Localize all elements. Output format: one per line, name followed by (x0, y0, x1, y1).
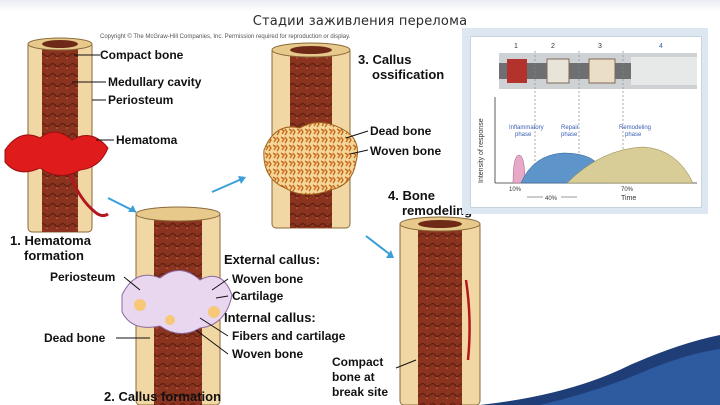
strip-callus (546, 58, 570, 84)
strip-remodeled (631, 57, 697, 85)
bottom-wave-light (540, 349, 720, 405)
phase-diagram-svg: 1 2 3 4 Intensity of response Time Infl (478, 43, 697, 202)
label-dead-bone-3: Dead bone (370, 124, 432, 138)
time-mark-10: 10% (509, 187, 522, 193)
inset-phase-diagram: 1 2 3 4 Intensity of response Time Infl (470, 36, 702, 208)
stage3-bone (263, 42, 358, 229)
stage3-leaders (345, 130, 369, 155)
stage-number-2: 2 (551, 43, 555, 50)
arrow-1-head (128, 205, 136, 212)
stage1-title-line1: 1. Hematoma (10, 233, 92, 248)
label-dead-bone-2: Dead bone (44, 331, 106, 345)
label-cartilage: Cartilage (232, 289, 284, 303)
phase-remodeling-line2: phase (625, 132, 642, 138)
label-compact-line3: break site (332, 385, 388, 399)
stage3-title-line2: ossification (372, 67, 444, 82)
label-hematoma: Hematoma (116, 133, 178, 147)
slide-title: Стадии заживления перелома (252, 14, 468, 29)
stage2-title: 2. Callus formation (104, 389, 221, 404)
arrow-3-to-4 (365, 235, 393, 257)
stage-number-1: 1 (514, 43, 518, 50)
stage2-bone (121, 206, 233, 405)
stage3-title-line1: 3. Callus (358, 52, 411, 67)
phase-inflammatory-line1: Inflammatory (509, 125, 544, 131)
time-mark-40: 40% (545, 196, 558, 202)
label-woven-bone-ext: Woven bone (232, 272, 303, 286)
label-periosteum-2: Periosteum (50, 270, 115, 284)
arrow-2-head (238, 176, 246, 184)
time-mark-70: 70% (621, 187, 634, 193)
label-external-callus: External callus: (224, 252, 320, 267)
label-woven-bone-int: Woven bone (232, 347, 303, 361)
label-compact-line2: bone at (332, 370, 375, 384)
phase-inflammatory-line2: phase (515, 132, 532, 138)
top-band (0, 0, 720, 12)
x-axis-label: Time (621, 195, 636, 202)
phase-repair-line2: phase (561, 132, 578, 138)
stage4-title-line2: remodeling (402, 203, 472, 218)
stage2-leaders (116, 276, 229, 355)
label-periosteum-1: Periosteum (108, 93, 173, 107)
stage1-title-line2: formation (24, 248, 84, 263)
arrow-2-to-3 (211, 177, 245, 193)
label-medullary-cavity: Medullary cavity (108, 75, 202, 89)
label-internal-callus: Internal callus: (224, 310, 316, 325)
curve-remodeling (566, 146, 694, 184)
stage4-title-line1: 4. Bone (388, 188, 435, 203)
stage-number-4: 4 (659, 43, 663, 50)
stage4-leader (395, 359, 417, 369)
bottom-decor (480, 335, 720, 405)
stage1-bone (4, 37, 109, 233)
curve-inflammatory (512, 154, 526, 184)
label-fibers-cartilage: Fibers and cartilage (232, 329, 346, 343)
strip-ossification (588, 58, 616, 84)
stage4-bone (399, 216, 481, 405)
strip-hematoma (507, 59, 527, 83)
y-axis-label: Intensity of response (478, 118, 485, 183)
phase-repair-line1: Repair (561, 125, 579, 131)
stage1-leaders (72, 54, 114, 141)
label-compact-line1: Compact (332, 355, 383, 369)
label-compact-bone: Compact bone (100, 48, 184, 62)
stage-number-3: 3 (598, 43, 602, 50)
phase-remodeling-line1: Remodeling (619, 125, 651, 131)
label-woven-bone-3: Woven bone (370, 144, 441, 158)
copyright-notice: Copyright © The McGraw-Hill Companies, I… (100, 34, 351, 40)
arrow-3-head (386, 250, 394, 258)
